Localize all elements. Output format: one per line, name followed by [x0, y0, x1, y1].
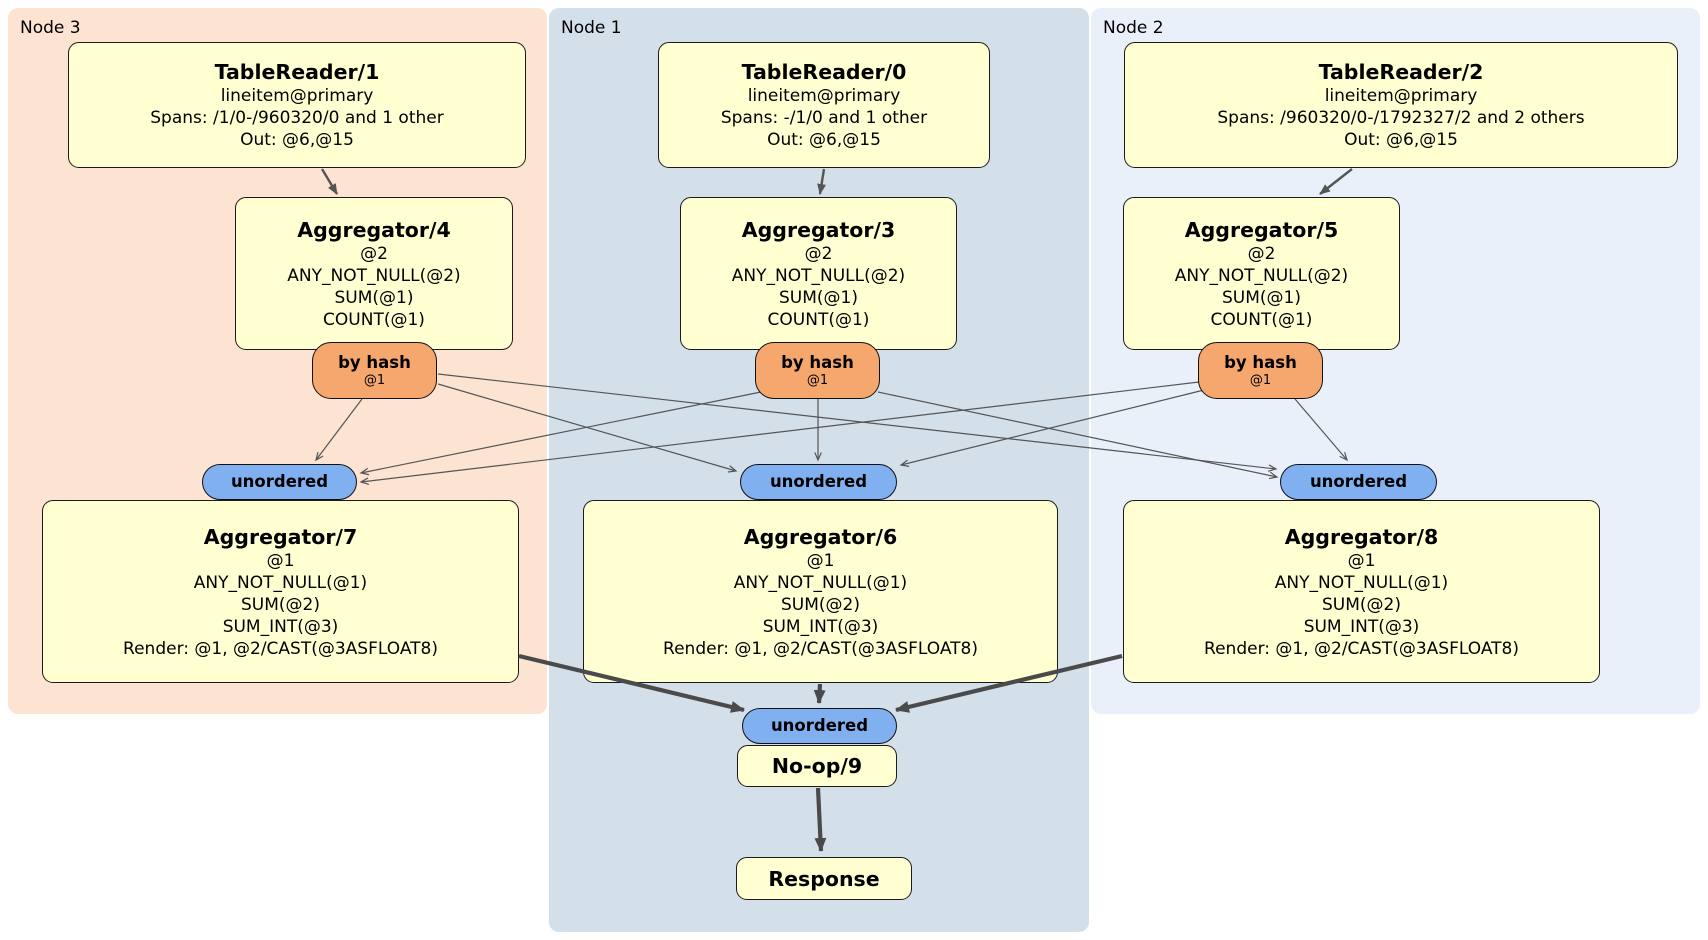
processor-title: Aggregator/5	[1184, 217, 1339, 242]
processor-detail: SUM_INT(@3)	[1303, 616, 1420, 637]
processor-detail: ANY_NOT_NULL(@1)	[193, 572, 368, 593]
processor-detail: SUM(@2)	[241, 594, 320, 615]
response-node: Response	[736, 857, 912, 900]
router-detail: @1	[363, 372, 386, 388]
processor-aggregator-5: Aggregator/5 @2 ANY_NOT_NULL(@2) SUM(@1)…	[1123, 197, 1400, 350]
processor-detail: COUNT(@1)	[1210, 309, 1313, 330]
processor-detail: COUNT(@1)	[767, 309, 870, 330]
processor-detail: lineitem@primary	[220, 86, 374, 106]
processor-detail: @2	[1247, 243, 1276, 264]
processor-detail: @2	[360, 243, 388, 264]
processor-aggregator-6: Aggregator/6 @1 ANY_NOT_NULL(@1) SUM(@2)…	[583, 500, 1058, 683]
processor-detail: @1	[266, 550, 295, 571]
processor-detail: SUM(@2)	[1322, 594, 1401, 615]
processor-title: Response	[768, 866, 880, 891]
processor-aggregator-4: Aggregator/4 @2 ANY_NOT_NULL(@2) SUM(@1)…	[235, 197, 513, 350]
processor-detail: SUM(@1)	[334, 287, 414, 308]
stream-unordered-middle: unordered	[740, 464, 897, 500]
router-detail: @1	[806, 372, 829, 388]
processor-detail: ANY_NOT_NULL(@2)	[731, 265, 906, 286]
processor-title: Aggregator/3	[741, 217, 896, 242]
router-detail: @1	[1249, 372, 1272, 388]
region-node1-label: Node 1	[561, 18, 622, 38]
stream-label: unordered	[230, 472, 329, 491]
processor-detail: lineitem@primary	[1324, 86, 1478, 106]
processor-detail: Spans: -/1/0 and 1 other	[720, 108, 928, 128]
stream-label: unordered	[1309, 472, 1408, 491]
processor-title: Aggregator/6	[743, 524, 898, 549]
processor-title: TableReader/2	[1318, 60, 1484, 84]
stream-unordered-right: unordered	[1280, 464, 1437, 500]
processor-detail: SUM_INT(@3)	[762, 616, 879, 637]
processor-title: No-op/9	[771, 754, 863, 778]
processor-detail: @1	[806, 550, 835, 571]
processor-detail: Out: @6,@15	[767, 130, 881, 150]
processor-detail: ANY_NOT_NULL(@1)	[733, 572, 908, 593]
processor-detail: ANY_NOT_NULL(@2)	[287, 265, 461, 286]
processor-detail: Out: @6,@15	[240, 130, 354, 150]
processor-detail: SUM_INT(@3)	[222, 616, 339, 637]
processor-detail: SUM(@2)	[781, 594, 860, 615]
processor-detail: lineitem@primary	[747, 86, 901, 106]
router-by-hash-middle: by hash @1	[755, 342, 880, 399]
router-by-hash-right: by hash @1	[1198, 342, 1323, 399]
processor-detail: @1	[1347, 550, 1376, 571]
processor-detail: COUNT(@1)	[323, 309, 425, 330]
stream-unordered-final: unordered	[742, 708, 897, 744]
router-label: by hash	[338, 352, 411, 372]
processor-detail: Spans: /1/0-/960320/0 and 1 other	[150, 108, 444, 128]
processor-title: Aggregator/8	[1284, 524, 1439, 549]
processor-detail: SUM(@1)	[779, 287, 858, 308]
processor-tablereader-2: TableReader/2 lineitem@primary Spans: /9…	[1124, 42, 1678, 168]
region-node3-label: Node 3	[20, 18, 81, 38]
router-label: by hash	[781, 352, 854, 372]
processor-aggregator-7: Aggregator/7 @1 ANY_NOT_NULL(@1) SUM(@2)…	[42, 500, 519, 683]
stream-unordered-left: unordered	[202, 464, 357, 500]
processor-noop-9: No-op/9	[737, 745, 897, 787]
processor-detail: Out: @6,@15	[1344, 130, 1458, 150]
processor-detail: Spans: /960320/0-/1792327/2 and 2 others	[1217, 108, 1585, 128]
processor-aggregator-3: Aggregator/3 @2 ANY_NOT_NULL(@2) SUM(@1)…	[680, 197, 957, 350]
processor-title: Aggregator/4	[297, 217, 451, 242]
processor-detail: @2	[804, 243, 833, 264]
region-node2-label: Node 2	[1103, 18, 1164, 38]
processor-detail: Render: @1, @2/CAST(@3ASFLOAT8)	[663, 638, 978, 659]
stream-label: unordered	[769, 472, 868, 491]
processor-detail: SUM(@1)	[1222, 287, 1301, 308]
processor-detail: Render: @1, @2/CAST(@3ASFLOAT8)	[123, 638, 438, 659]
processor-detail: ANY_NOT_NULL(@2)	[1174, 265, 1349, 286]
processor-tablereader-1: TableReader/1 lineitem@primary Spans: /1…	[68, 42, 526, 168]
router-label: by hash	[1224, 352, 1297, 372]
processor-tablereader-0: TableReader/0 lineitem@primary Spans: -/…	[658, 42, 990, 168]
processor-detail: Render: @1, @2/CAST(@3ASFLOAT8)	[1204, 638, 1519, 659]
processor-title: Aggregator/7	[203, 524, 358, 549]
stream-label: unordered	[770, 716, 869, 735]
processor-aggregator-8: Aggregator/8 @1 ANY_NOT_NULL(@1) SUM(@2)…	[1123, 500, 1600, 683]
processor-title: TableReader/0	[741, 60, 907, 84]
processor-detail: ANY_NOT_NULL(@1)	[1274, 572, 1449, 593]
router-by-hash-left: by hash @1	[312, 342, 437, 399]
processor-title: TableReader/1	[214, 60, 380, 84]
